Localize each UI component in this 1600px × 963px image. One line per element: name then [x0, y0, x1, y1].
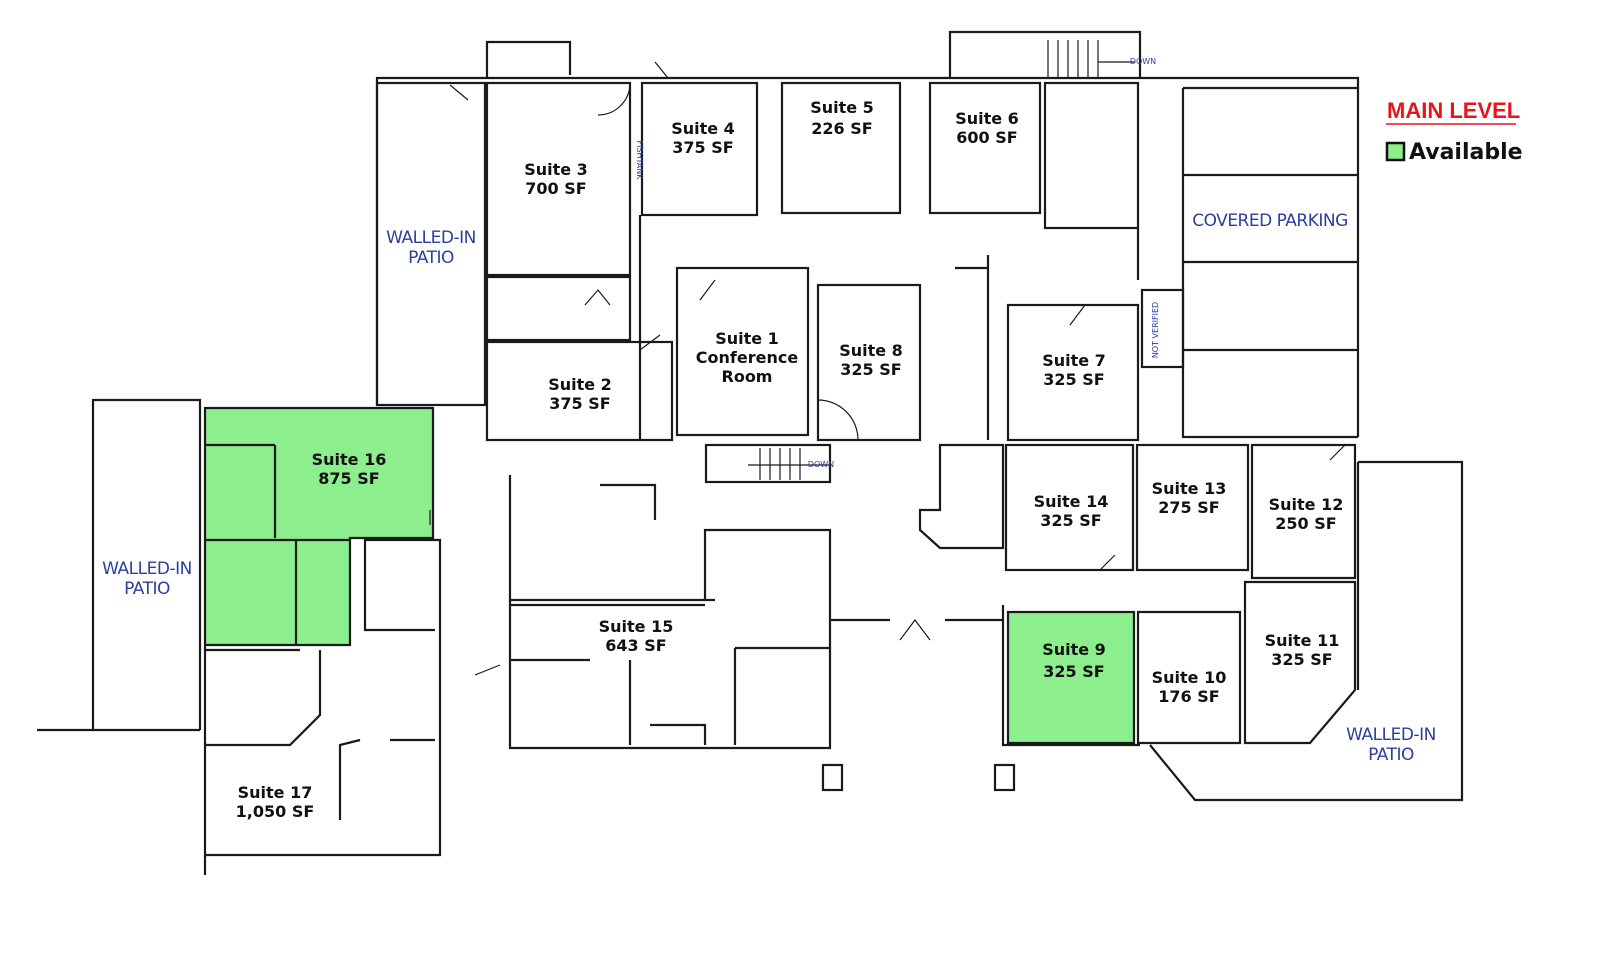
not-verified-label: NOT VERIFIED [1151, 302, 1160, 358]
suite-4-area: 375 SF [672, 138, 733, 157]
suite-11-area: 325 SF [1271, 650, 1332, 669]
suite-8-name: Suite 8 [839, 341, 903, 360]
suite-9-name: Suite 9 [1042, 640, 1106, 659]
available-label: Available [1409, 140, 1523, 165]
suite-14-area: 325 SF [1040, 511, 1101, 530]
svg-text:Suite 171,050 SF: Suite 171,050 SF [236, 783, 315, 821]
suite-17-name: Suite 17 [238, 783, 313, 802]
suite-8-area: 325 SF [840, 360, 901, 379]
suite-9-area[interactable] [1006, 610, 1136, 745]
suite-9-area: 325 SF [1043, 662, 1104, 681]
suite-6-name: Suite 6 [955, 109, 1019, 128]
suite-13-area: 275 SF [1158, 498, 1219, 517]
patio-label-3: WALLED-IN [1346, 725, 1436, 745]
suite-1-name: Suite 1 [715, 329, 779, 348]
suite-15-area: 643 SF [605, 636, 666, 655]
suite-16-walls [205, 443, 350, 645]
suite-17-area: 1,050 SF [236, 802, 315, 821]
stair-down-label: DOWN [808, 460, 834, 469]
suite-12-name: Suite 12 [1269, 495, 1344, 514]
suite-1-line3: Room [722, 367, 773, 386]
walls [37, 30, 1464, 875]
available-swatch [1385, 141, 1406, 162]
covered-parking-label: COVERED PARKING [1192, 211, 1348, 231]
suite-16-area: 875 SF [318, 469, 379, 488]
suite-7-area: 325 SF [1043, 370, 1104, 389]
suite-14-name: Suite 14 [1034, 492, 1109, 511]
suite-13-name: Suite 13 [1152, 479, 1227, 498]
suite-4-name: Suite 4 [671, 119, 735, 138]
suite-15-name: Suite 15 [599, 617, 674, 636]
fishtank-label: FISHTANK [635, 140, 644, 180]
suite-7-name: Suite 7 [1042, 351, 1106, 370]
suite-16-area[interactable] [203, 406, 435, 647]
stair-down-label: DOWN [1130, 57, 1156, 66]
suite-2-area: 375 SF [549, 394, 610, 413]
suite-5-area: 226 SF [811, 119, 872, 138]
suite-6-area: 600 SF [956, 128, 1017, 147]
level-title: MAIN LEVEL [1387, 98, 1520, 123]
patio-label-2: WALLED-IN [102, 559, 192, 579]
suite-5-name: Suite 5 [810, 98, 874, 117]
suite-12-area: 250 SF [1275, 514, 1336, 533]
suite-10-name: Suite 10 [1152, 668, 1227, 687]
legend: MAIN LEVEL Available [1385, 98, 1523, 165]
suite-1-line2: Conference [696, 348, 799, 367]
suite-16-name: Suite 16 [312, 450, 387, 469]
suite-11-name: Suite 11 [1265, 631, 1340, 650]
suite-3-name: Suite 3 [524, 160, 588, 179]
suite-2-name: Suite 2 [548, 375, 612, 394]
suite-10-area: 176 SF [1158, 687, 1219, 706]
suite-3-area: 700 SF [525, 179, 586, 198]
patio-label-1: WALLED-IN [386, 228, 476, 248]
